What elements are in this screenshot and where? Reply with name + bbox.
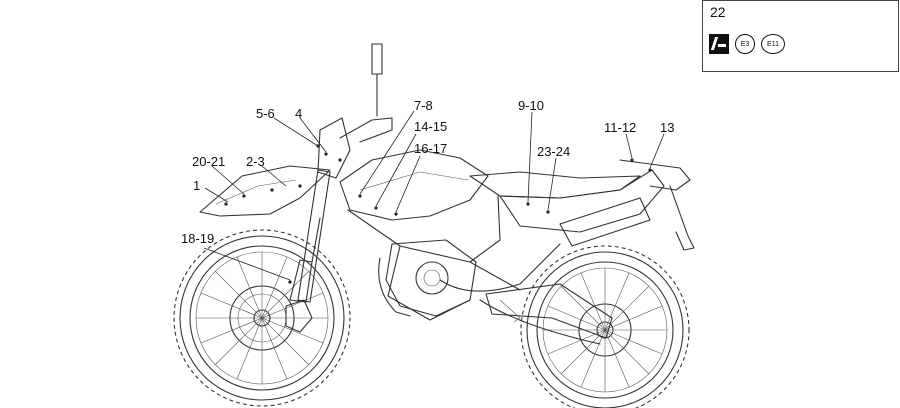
handlebar: [339, 117, 393, 143]
rear-mudguard: [669, 185, 695, 251]
swingarm: [485, 283, 613, 339]
callout-1: 1: [193, 178, 200, 193]
reference-box: 22 E3 E11: [702, 0, 899, 72]
rear-wheel: [520, 245, 690, 408]
callout-labels: 1 20-21 2-3 5-6 4 7-8 14-15 16-17 9-10 2…: [181, 98, 674, 246]
reference-number: 22: [710, 4, 726, 20]
mirror: [371, 43, 383, 117]
reference-icons: E3 E11: [709, 34, 785, 54]
rear-fender: [619, 159, 691, 191]
cert-mark-e11: E11: [761, 34, 785, 54]
callout-9-10: 9-10: [518, 98, 544, 113]
callout-4: 4: [295, 106, 302, 121]
front-fender: [199, 165, 331, 217]
callout-23-24: 23-24: [537, 144, 570, 159]
callout-16-17: 16-17: [414, 141, 447, 156]
exhaust-silencer: [559, 197, 651, 247]
callout-18-19: 18-19: [181, 231, 214, 246]
leader-lines: [203, 110, 665, 281]
callout-20-21: 20-21: [192, 154, 225, 169]
rear-side-panel: [499, 169, 665, 233]
callout-2-3: 2-3: [246, 154, 265, 169]
seat: [469, 171, 641, 199]
front-wheel: [173, 229, 351, 407]
chain: [479, 299, 601, 345]
decal-icon: [709, 34, 729, 54]
front-fork: [289, 169, 331, 303]
cert-mark-e3: E3: [735, 34, 755, 54]
headlight-fairing: [317, 117, 351, 179]
callout-5-6: 5-6: [256, 106, 275, 121]
engine: [378, 239, 477, 317]
callout-14-15: 14-15: [414, 119, 447, 134]
callout-7-8: 7-8: [414, 98, 433, 113]
fuel-tank-shroud: [339, 149, 489, 221]
front-caliper: [285, 299, 313, 333]
callout-11-12: 11-12: [604, 120, 636, 135]
callout-13: 13: [660, 120, 674, 135]
